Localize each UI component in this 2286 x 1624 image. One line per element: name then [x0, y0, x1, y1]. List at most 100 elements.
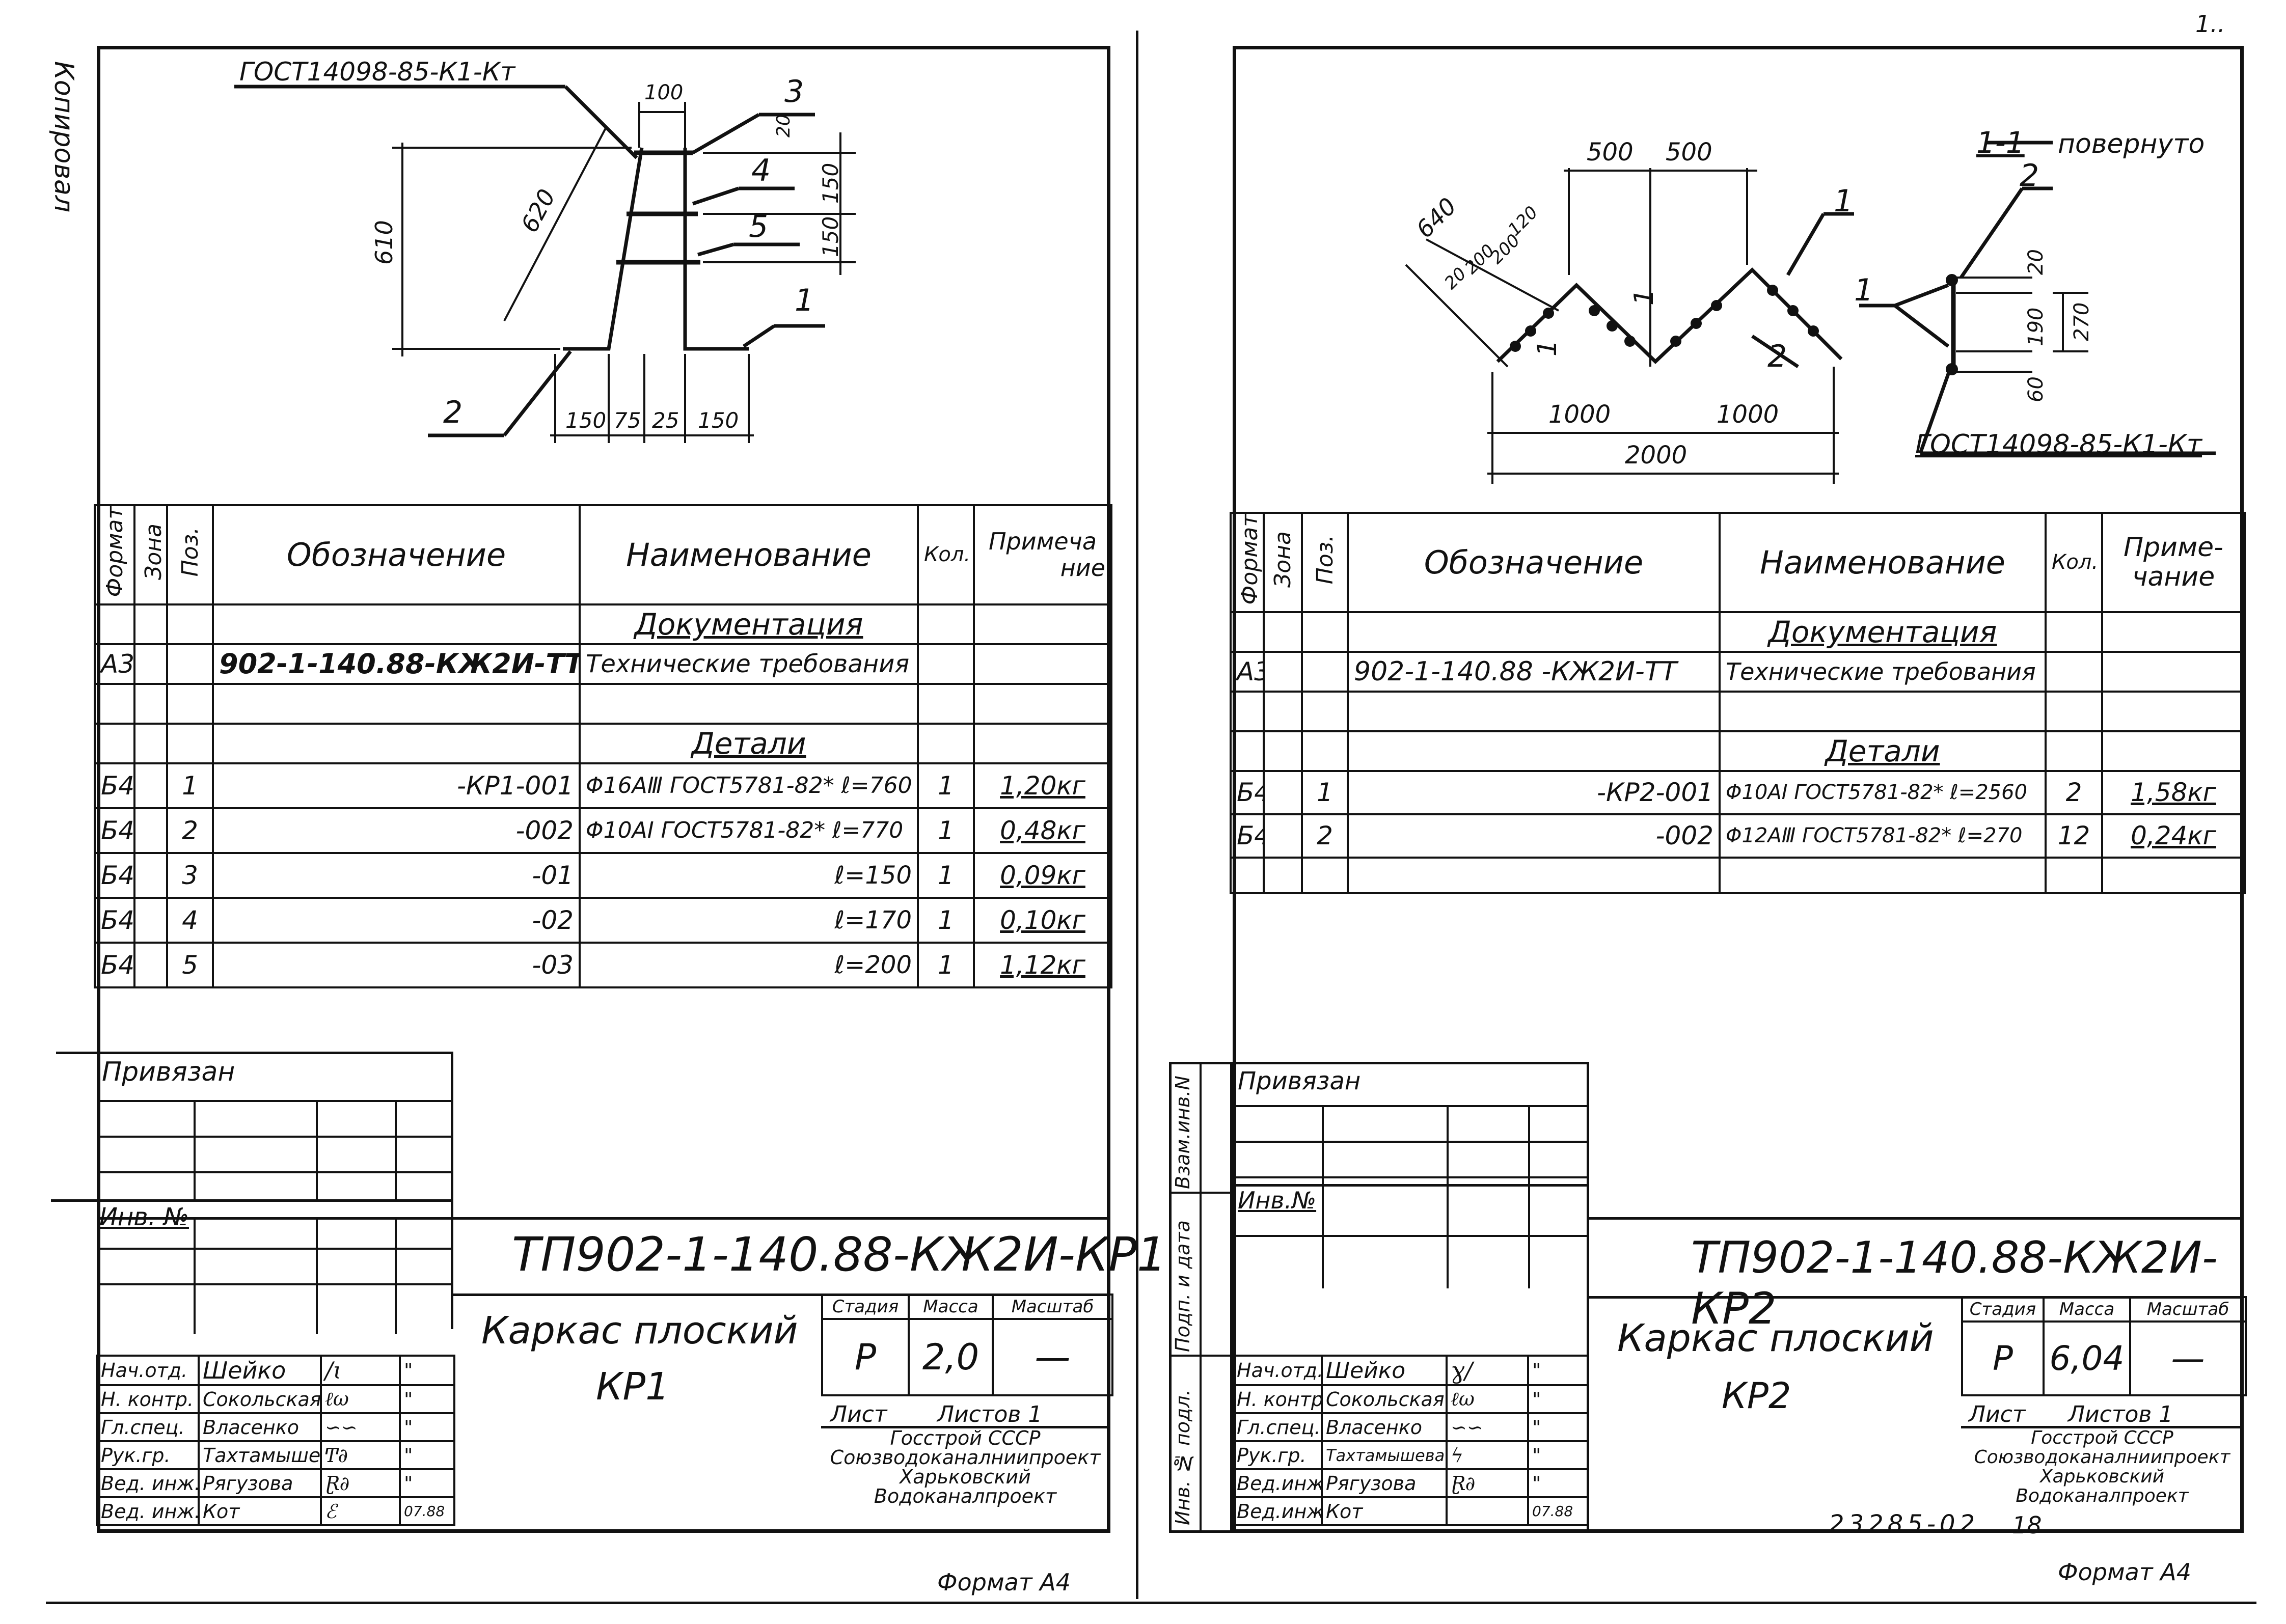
footer-page: 18	[2012, 1511, 2042, 1539]
left-sheets-label: Листов 1	[937, 1401, 1043, 1427]
col-code: Обозначение	[1347, 512, 1721, 613]
table-row: Нач.отд.Шейко∕ɩ"	[96, 1355, 455, 1386]
col-pos: Поз.	[177, 527, 203, 576]
table-row	[1230, 690, 2246, 732]
table-row: Рук.гр.ТахтамышеваͲ∂"	[96, 1440, 455, 1470]
side-label-inv: Инв. № подл.	[1172, 1389, 1194, 1525]
corner-mark: 1..	[2195, 10, 2225, 38]
table-row	[94, 682, 1112, 725]
section-details: Детали	[691, 726, 806, 761]
table-row: А3 902-1-140.88-КЖ2И-ТТ Технические треб…	[94, 643, 1112, 685]
left-mass: 2,0	[908, 1318, 994, 1396]
left-stage: Р	[821, 1318, 910, 1396]
left-privyazan: Привязан	[102, 1057, 235, 1087]
right-spec-table: Формат Зона Поз. Обозначение Наименовани…	[1230, 512, 2246, 894]
left-privyazan-rule	[56, 1052, 453, 1054]
signature-icon: ℓω	[320, 1384, 401, 1414]
table-row: Б4 1 -КР2-001 Φ10АⅠ ГОСТ5781-82* ℓ=2560 …	[1230, 769, 2246, 815]
footer-code: 23285-02	[1829, 1510, 1979, 1538]
right-stage: Р	[1961, 1320, 2045, 1396]
table-row	[1230, 856, 2246, 894]
left-title-2: КР1	[596, 1365, 670, 1409]
left-sheet-label: Лист	[830, 1401, 887, 1427]
bottom-rule	[46, 1602, 2256, 1604]
col-name: Наименование	[579, 504, 919, 605]
col-qty: Кол.	[917, 504, 975, 605]
table-row: Б4 4 -02 ℓ=170 1 0,10кг	[94, 896, 1112, 944]
margin-note: Копировал	[48, 61, 79, 213]
col-note: Приме-чание	[2101, 512, 2246, 613]
right-scale: —	[2129, 1320, 2247, 1396]
right-inv-no: Инв.№	[1238, 1187, 1317, 1214]
signature-icon: ∽∽	[320, 1412, 401, 1442]
left-title-rule	[451, 1293, 1110, 1296]
right-sheet-rule	[1961, 1426, 2244, 1428]
signature-icon: ℰ	[320, 1496, 401, 1526]
table-row: Б4 5 -03 ℓ=200 1 1,12кг	[94, 941, 1112, 988]
right-sheet-label: Лист	[1969, 1401, 2026, 1427]
table-row: Детали	[1230, 730, 2246, 772]
col-zone: Зона	[141, 523, 167, 580]
table-row: Документация	[94, 603, 1112, 645]
col-zone: Зона	[1270, 531, 1296, 588]
right-title-2: КР2	[1722, 1375, 1791, 1417]
table-row: Гл.спец.Власенко∽∽"	[1232, 1412, 1589, 1442]
right-side-strip	[1169, 1062, 1233, 1533]
right-privyazan: Привязан	[1238, 1067, 1361, 1095]
left-doc-code: ТП902-1-140.88-КЖ2И-КР1	[512, 1227, 1167, 1282]
signature-icon: Ɽ∂	[320, 1468, 401, 1498]
left-code-rule	[97, 1217, 1110, 1220]
signature-icon: ∕ɩ	[320, 1355, 401, 1386]
signature-icon: ∽∽	[1446, 1412, 1529, 1442]
table-row: Б4 3 -01 ℓ=150 1 0,09кг	[94, 851, 1112, 899]
center-divider	[1136, 31, 1138, 1599]
right-title-1: Каркас плоский	[1617, 1316, 1934, 1360]
signature-icon: ϟ	[1446, 1440, 1529, 1470]
table-row: Б4 1 -КР1-001 Φ16АⅢ ГОСТ5781-82* ℓ=760 1…	[94, 762, 1112, 809]
right-table-header: Формат Зона Поз. Обозначение Наименовани…	[1230, 512, 2246, 613]
col-name: Наименование	[1719, 512, 2047, 613]
signature-icon: ℓω	[1446, 1384, 1529, 1414]
signature-icon: Ɽ∂	[1446, 1468, 1529, 1498]
col-pos: Поз.	[1312, 534, 1338, 584]
side-label-podp: Подп. и дата	[1172, 1220, 1194, 1352]
signature-icon: ɣ/	[1446, 1355, 1529, 1386]
right-privyazan-rule	[1233, 1062, 1589, 1064]
left-stamp-grid	[97, 1100, 453, 1202]
table-row: Б4 2 -002 Φ10АⅠ ГОСТ5781-82* ℓ=770 1 0,4…	[94, 807, 1112, 854]
table-row: А3 902-1-140.88 -КЖ2И-ТТ Технические тре…	[1230, 650, 2246, 693]
section-doc: Документация	[1768, 614, 1997, 649]
col-qty: Кол.	[2045, 512, 2103, 613]
left-sheet-rule	[821, 1426, 1110, 1428]
signature-icon	[1446, 1496, 1529, 1526]
table-row: Гл.спец.Власенко∽∽"	[96, 1412, 455, 1442]
right-format-note: Формат А4	[2058, 1558, 2191, 1586]
right-sheets-label: Листов 1	[2068, 1401, 2173, 1427]
left-inv-rule	[51, 1199, 453, 1202]
section-doc: Документация	[634, 607, 863, 642]
left-format-note: Формат А4	[937, 1568, 1071, 1596]
right-title-rule	[1587, 1296, 2244, 1299]
col-format: Формат	[101, 506, 128, 597]
col-code: Обозначение	[212, 504, 581, 605]
right-inv-rule	[1233, 1184, 1587, 1187]
left-spec-table: Формат Зона Поз. Обозначение Наименовани…	[94, 504, 1112, 988]
side-label-zam: Взам.инв.N	[1172, 1076, 1194, 1189]
table-row: Документация	[1230, 611, 2246, 653]
left-table-header: Формат Зона Поз. Обозначение Наименовани…	[94, 504, 1112, 605]
